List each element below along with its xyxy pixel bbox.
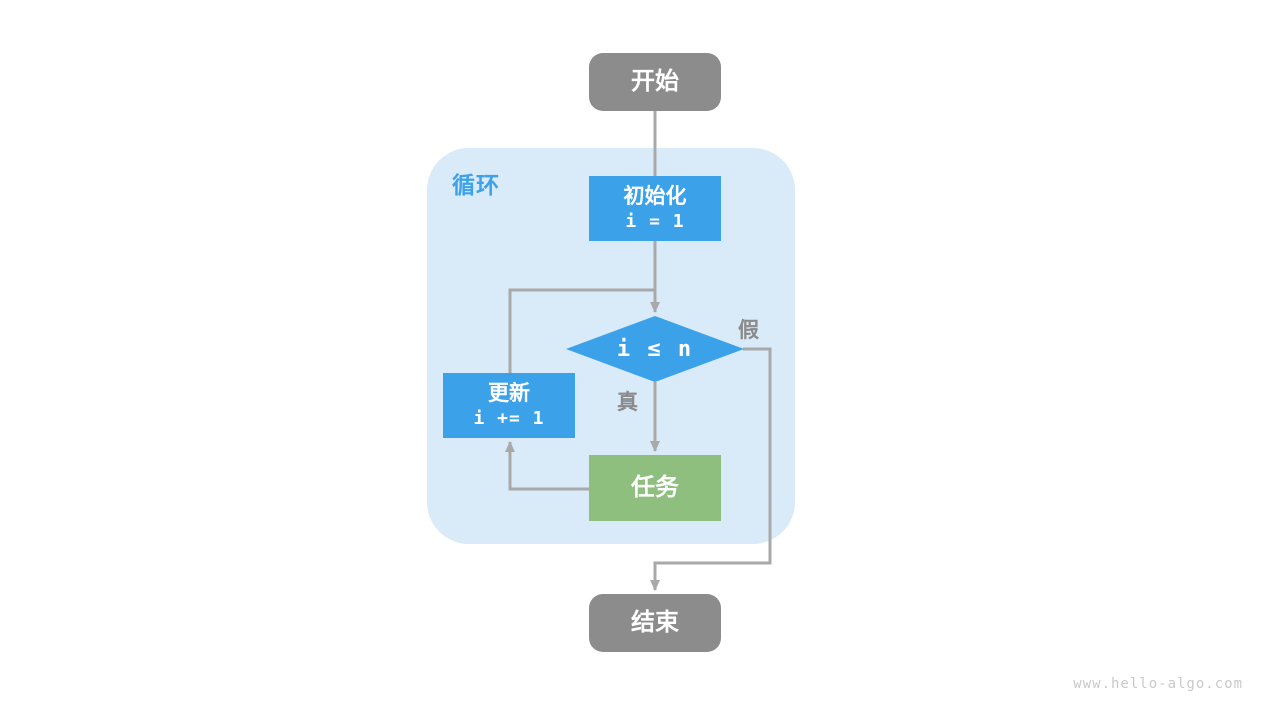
node-task: 任务 xyxy=(589,455,721,521)
node-start-label: 开始 xyxy=(631,67,679,95)
node-update: 更新 i += 1 xyxy=(443,373,575,438)
node-init-code: i = 1 xyxy=(625,211,685,233)
node-start: 开始 xyxy=(589,53,721,111)
watermark: www.hello-algo.com xyxy=(1073,676,1243,692)
node-init: 初始化 i = 1 xyxy=(589,176,721,241)
edge-label-true: 真 xyxy=(617,391,638,414)
node-end: 结束 xyxy=(589,594,721,652)
node-update-code: i += 1 xyxy=(473,408,545,430)
node-init-title: 初始化 xyxy=(623,185,687,209)
node-end-label: 结束 xyxy=(631,608,679,636)
loop-container-label: 循环 xyxy=(452,172,500,198)
edge-label-false: 假 xyxy=(738,319,759,342)
node-task-label: 任务 xyxy=(631,473,679,501)
node-update-title: 更新 xyxy=(488,382,530,406)
node-condition-code: i ≤ n xyxy=(616,336,694,362)
